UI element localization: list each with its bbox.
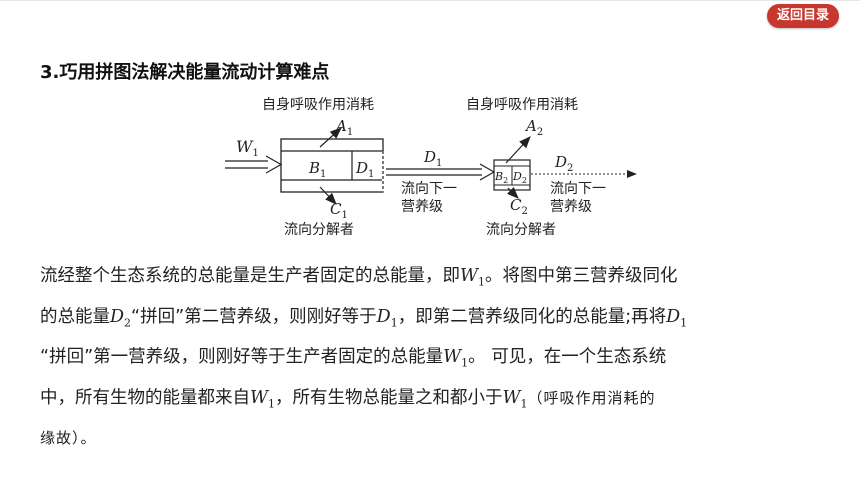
flow-next-label-2a: 流向下一 [550,181,606,197]
paragraph-line-1: 流经整个生态系统的总能量是生产者固定的总能量，即W1。将图中第三营养级同化 [40,266,678,289]
d2-label-box: D2 [512,170,527,185]
d1-label-box: D1 [355,159,374,180]
section-title: 3.巧用拼图法解决能量流动计算难点 [40,62,330,83]
c2-arrow [506,186,519,199]
w1-label: W1 [236,137,259,159]
a1-label: A1 [334,117,353,138]
flow-next-label-1a: 流向下一 [401,181,457,197]
b1-label: B1 [308,159,326,180]
d1-arrow-label: D1 [423,148,442,169]
c2-label: C2 [510,196,528,217]
b2-label: B2 [494,170,508,185]
flow-next-label-1b: 营养级 [401,199,443,215]
energy-flow-diagram: 自身呼吸作用消耗 自身呼吸作用消耗 W1 A1 B1 D1 C1 流向分解者 D… [225,97,637,238]
a2-label: A2 [524,117,543,138]
explanation-paragraph: 流经整个生态系统的总能量是生产者固定的总能量，即W1。将图中第三营养级同化 的总… [40,259,830,456]
a2-arrow [505,136,531,164]
decomposer-label-2: 流向分解者 [486,222,556,238]
c1-label: C1 [330,200,348,221]
paragraph-line-4: 中，所有生物的能量都来自W1，所有生物总能量之和都小于W1（呼吸作用消耗的 [40,387,656,411]
paragraph-line-2: 的总能量D2“拼回”第二营养级，则刚好等于D1，即第二营养级同化的总能量;再将D… [40,306,688,330]
paragraph-line-3: “拼回”第一营养级，则刚好等于生产者固定的总能量W1。 可见，在一个生态系统 [40,347,667,370]
c1-arrow [319,186,337,205]
top-label-1: 自身呼吸作用消耗 [262,97,374,113]
flow-next-label-2b: 营养级 [550,199,592,215]
paragraph-line-5: 缘故）。 [40,429,97,447]
decomposer-label-1: 流向分解者 [284,222,354,238]
top-divider [0,0,860,1]
producer-box [280,138,384,193]
d2-arrow-label: D2 [554,153,573,174]
back-to-contents-button[interactable]: 返回目录 [767,4,839,28]
a1-arrow [319,127,342,148]
top-label-2: 自身呼吸作用消耗 [466,97,578,113]
